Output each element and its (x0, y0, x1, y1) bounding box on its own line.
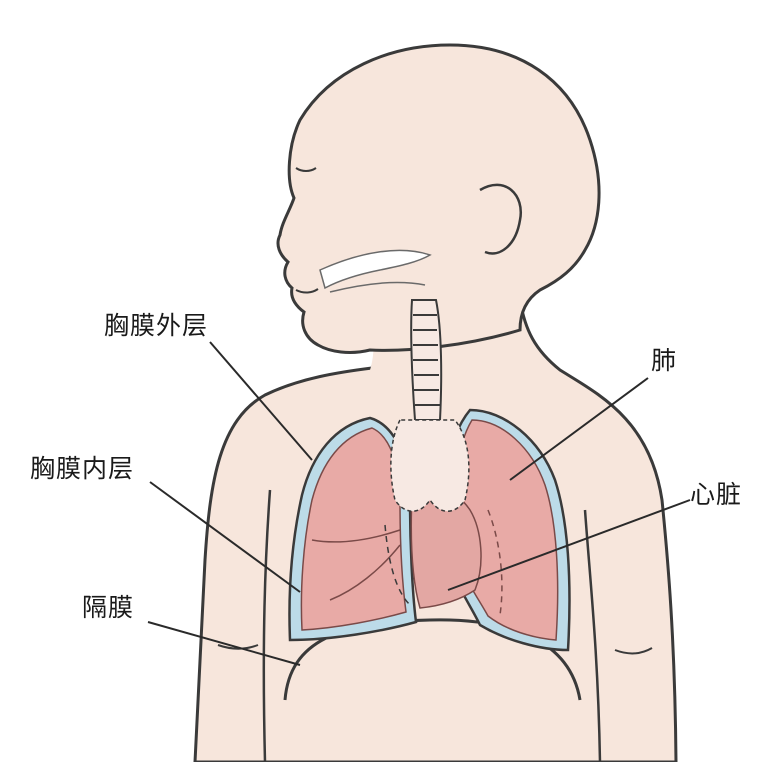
inner-pleura-label: 胸膜内层 (30, 456, 134, 481)
trachea (411, 300, 441, 420)
bronchi (391, 420, 469, 511)
head (278, 45, 599, 352)
outer-pleura-label: 胸膜外层 (104, 313, 208, 338)
diaphragm-label: 隔膜 (82, 595, 134, 620)
heart-label: 心脏 (690, 482, 742, 507)
lung-label: 肺 (651, 348, 677, 373)
